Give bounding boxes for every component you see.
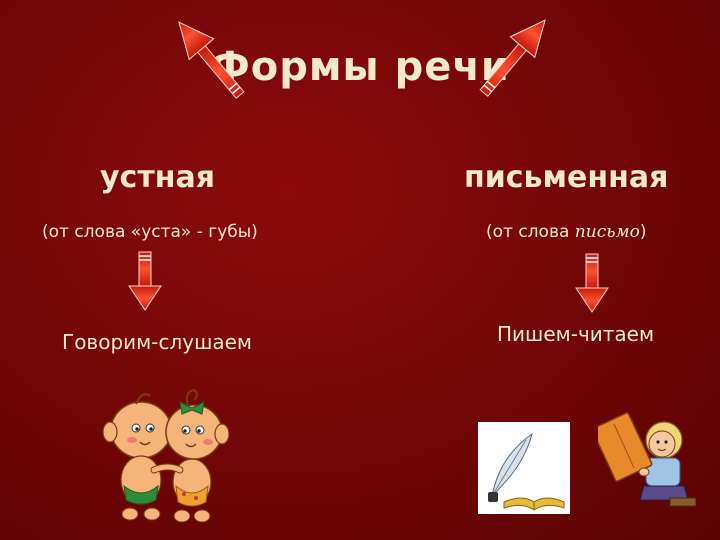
quill-and-book-icon: [478, 422, 570, 514]
heading-written: письменная: [464, 160, 669, 195]
child-reading-book-illustration: [598, 412, 696, 507]
action-oral: Говорим-слушаем: [62, 330, 253, 354]
action-written: Пишем-читаем: [497, 322, 655, 346]
note-oral: (от слова «уста» - губы): [42, 222, 258, 242]
arrow-left-down: [128, 251, 162, 311]
arrow-title-to-right: [479, 19, 546, 97]
slide-title: Формы речи: [210, 44, 510, 90]
note-written-word: письмо: [574, 222, 640, 242]
arrow-right-down: [575, 253, 609, 313]
arrow-title-to-left: [178, 21, 245, 99]
note-written: (от слова письмо): [486, 222, 647, 242]
heading-oral: устная: [100, 160, 215, 195]
twin-babies-illustration: [102, 388, 230, 523]
